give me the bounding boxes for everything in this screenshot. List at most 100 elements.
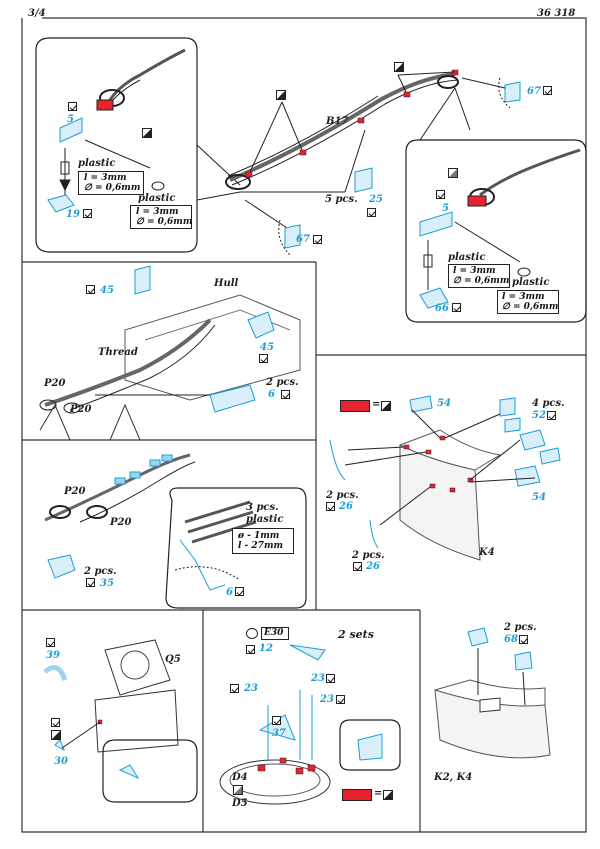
part-number: 45	[100, 285, 114, 296]
check-box-icon[interactable]	[230, 684, 239, 693]
check-box-icon[interactable]	[313, 235, 322, 244]
part-number: 6	[226, 587, 233, 598]
panel3-drawing	[44, 453, 307, 609]
quantity-label: 2 pcs.	[352, 550, 385, 561]
part-number: 23	[311, 673, 325, 684]
dimension-diameter: ∅ = 0,6mm	[502, 302, 559, 312]
material-label: plastic	[246, 514, 284, 525]
part-number: 6	[268, 389, 275, 400]
dimension-diameter: ∅ = 0,6mm	[84, 183, 141, 193]
check-box-icon[interactable]	[46, 638, 55, 647]
check-box-icon[interactable]	[452, 303, 461, 312]
dimension-diameter: ∅ = 0,6mm	[453, 276, 510, 286]
check-box-icon[interactable]	[83, 209, 92, 218]
part-number: 12	[259, 643, 273, 654]
check-box-icon[interactable]	[86, 578, 95, 587]
part-number: 37	[272, 728, 286, 739]
quantity-label: 2 pcs.	[326, 490, 359, 501]
part-label-hull: Hull	[214, 278, 239, 289]
check-box-icon[interactable]	[235, 587, 244, 596]
red-paint-swatch-icon	[342, 789, 372, 801]
sets-label: 2 sets	[338, 628, 374, 641]
part-label-p20: P20	[70, 404, 92, 415]
equals-sign: =	[374, 788, 383, 799]
part-number: 23	[244, 683, 258, 694]
material-label: plastic	[448, 252, 486, 263]
part-label-k4: K4	[479, 547, 495, 558]
check-box-icon[interactable]	[326, 502, 335, 511]
quantity-label: 2 pcs.	[266, 377, 299, 388]
part-label-d4: D4	[232, 772, 248, 783]
part-label-d5: D5	[232, 798, 248, 809]
dimension-diameter: ∅ = 0,6mm	[136, 217, 193, 227]
check-box-icon[interactable]	[259, 354, 268, 363]
inset-right-frame	[405, 139, 587, 323]
check-box-icon[interactable]	[281, 390, 290, 399]
part-number: 52	[532, 410, 546, 421]
quantity-label: 4 pcs.	[532, 398, 565, 409]
check-box-icon[interactable]	[326, 674, 335, 683]
panel7-drawing	[434, 627, 551, 759]
paint-half-icon	[142, 128, 152, 138]
dimension-length: l = 3mm	[136, 207, 179, 217]
part-label-p20: P20	[110, 517, 132, 528]
quantity-label: 2 pcs.	[504, 622, 537, 633]
check-box-icon[interactable]	[519, 635, 528, 644]
part-label-thread: Thread	[98, 347, 138, 358]
part-number: 23	[320, 694, 334, 705]
part-number: 19	[66, 209, 80, 220]
check-box-icon[interactable]	[353, 562, 362, 571]
dimension-length: l = 3mm	[453, 266, 496, 276]
paint-half-icon	[51, 730, 61, 740]
dimension-length: l - 27mm	[238, 541, 283, 551]
check-box-icon[interactable]	[336, 695, 345, 704]
material-label: plastic	[78, 158, 116, 169]
part-number: 5	[67, 114, 74, 125]
part-number: 68	[504, 634, 518, 645]
part-number: 30	[54, 756, 68, 767]
check-box-icon[interactable]	[246, 645, 255, 654]
dimension-note	[78, 171, 144, 195]
drill-hole-icon	[246, 628, 258, 639]
part-number: 25	[369, 194, 383, 205]
part-number: 35	[100, 578, 114, 589]
dimension-diameter: ø - 1mm	[238, 531, 280, 541]
equals-sign: =	[372, 399, 381, 410]
red-paint-swatch-icon	[340, 400, 370, 412]
quantity-label: 3 pcs.	[246, 502, 279, 513]
part-label-p20: P20	[44, 378, 66, 389]
check-box-icon[interactable]	[86, 285, 95, 294]
check-box-icon[interactable]	[272, 716, 281, 725]
part-number: 5	[442, 203, 449, 214]
product-code: 36 318	[537, 8, 576, 19]
check-box-icon[interactable]	[436, 190, 445, 199]
panel6-drawing	[219, 644, 401, 805]
part-number: 26	[339, 501, 353, 512]
panel2-drawing	[39, 265, 301, 441]
paint-half-icon	[233, 785, 243, 795]
dimension-note	[448, 264, 510, 288]
panel4-drawing	[329, 395, 561, 561]
check-box-icon[interactable]	[367, 208, 376, 217]
part-number: 54	[532, 492, 546, 503]
part-number: 54	[437, 398, 451, 409]
inset-left-frame	[35, 37, 241, 253]
paint-half-icon	[394, 62, 404, 72]
paint-half-icon	[448, 168, 458, 178]
part-number: 26	[366, 561, 380, 572]
material-label: plastic	[512, 277, 550, 288]
dimension-note	[497, 290, 559, 314]
part-number: 67	[296, 234, 310, 245]
dimension-length: l = 3mm	[84, 173, 127, 183]
paint-half-icon	[381, 401, 391, 411]
reference-box	[261, 627, 289, 640]
check-box-icon[interactable]	[68, 102, 77, 111]
check-box-icon[interactable]	[547, 411, 556, 420]
check-box-icon[interactable]	[543, 86, 552, 95]
part-label-k2-k4: K2, K4	[434, 772, 473, 783]
reference-e30: E30	[264, 628, 284, 638]
check-box-icon[interactable]	[51, 718, 60, 727]
paint-half-icon	[276, 90, 286, 100]
quantity-label: 5 pcs.	[325, 194, 358, 205]
